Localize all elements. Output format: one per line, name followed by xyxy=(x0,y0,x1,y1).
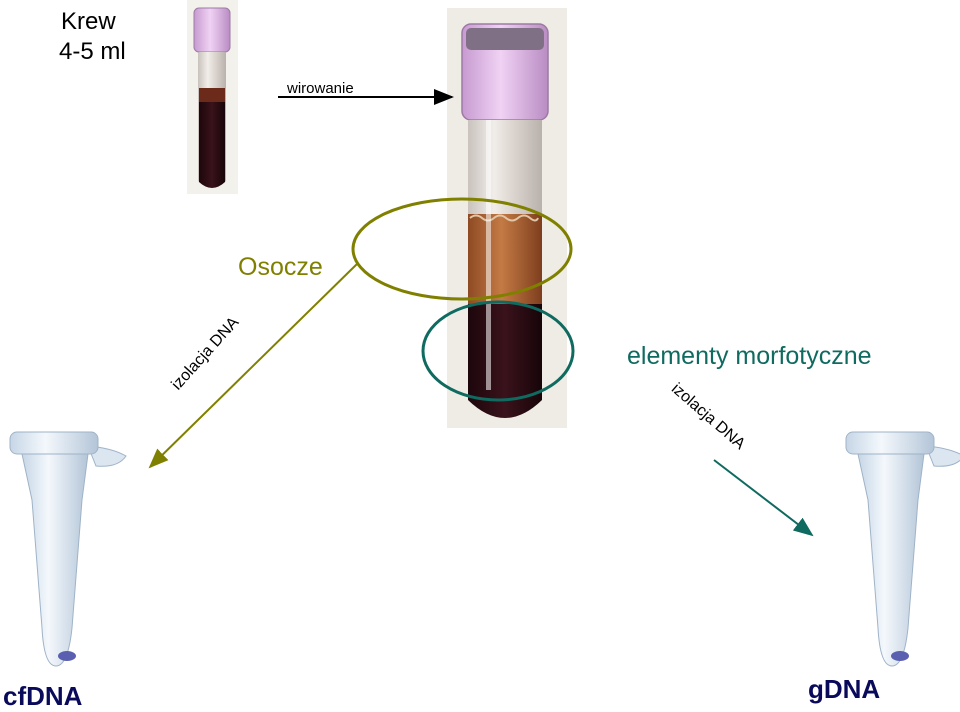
cfdna-label: cfDNA xyxy=(3,681,83,711)
whole-blood-tube-image xyxy=(187,0,238,194)
gdna-label: gDNA xyxy=(808,674,881,704)
blood-cells-label: elementy morfotyczne xyxy=(627,342,872,370)
cells-isolation-arrow xyxy=(713,459,814,537)
cells-highlight-ellipse xyxy=(421,300,575,402)
centrifugation-label: wirowanie xyxy=(287,80,354,97)
cfdna-eppendorf-tube-image xyxy=(9,431,127,667)
plasma-isolation-arrow xyxy=(148,262,359,469)
gdna-eppendorf-tube-image xyxy=(845,431,960,667)
plasma-label: Osocze xyxy=(238,253,323,281)
plasma-highlight-ellipse xyxy=(351,197,573,301)
blood-volume-label: 4-5 ml xyxy=(59,38,126,65)
blood-title-label: Krew xyxy=(61,8,116,35)
